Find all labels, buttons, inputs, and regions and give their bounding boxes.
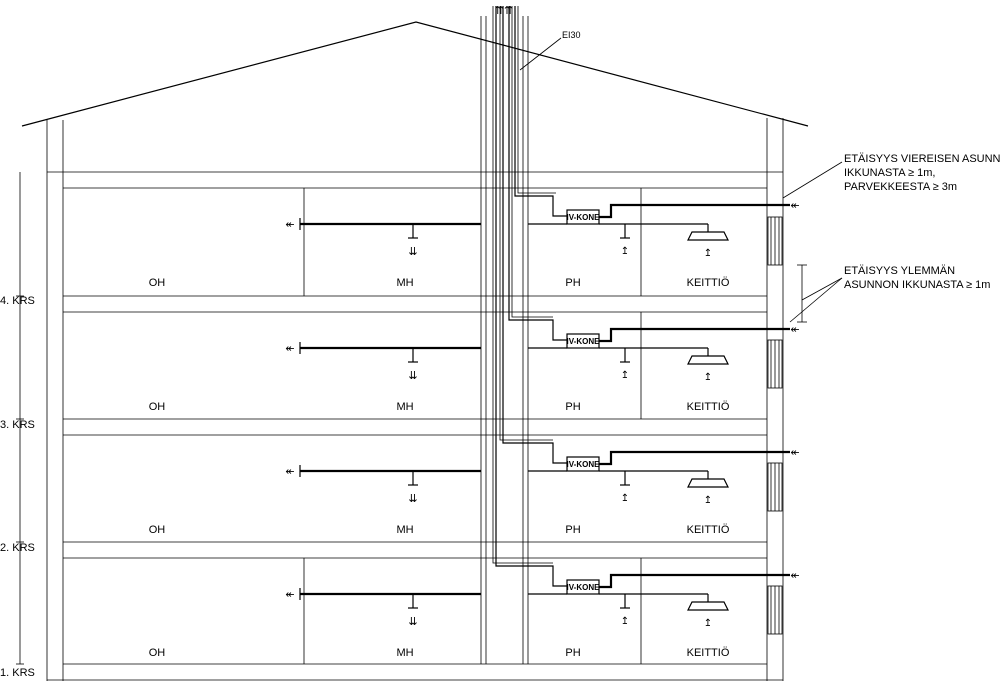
outdoor-air-duct (599, 203, 790, 219)
floor-label: 3. KRS (0, 419, 35, 431)
floor-label: 1. KRS (0, 667, 35, 679)
supply-air-arrow-icon: ↞ (285, 589, 294, 601)
outdoor-air-duct (599, 327, 790, 343)
room-label: PH (565, 647, 580, 659)
ventilation-shaft: ⇈⇈ (480, 5, 529, 664)
note2-line2: ASUNNON IKKUNASTA ≥ 1m (844, 279, 990, 291)
room-label: KEITTIÖ (687, 524, 730, 536)
ph-extract-arrow-icon: ↥ (621, 493, 629, 504)
room-label: MH (396, 647, 413, 659)
floor-2-equipment: ↞ ⇊ IV-KONE ↞ ↥ ↥ (285, 324, 799, 383)
kitchen-hood-icon (687, 601, 729, 611)
roof-exhaust-arrows-icon: ⇈⇈ (495, 5, 513, 17)
floor-label: 4. KRS (0, 295, 35, 307)
outdoor-air-duct (599, 450, 790, 466)
facade-windows (767, 216, 783, 635)
note1-line2: IKKUNASTA ≥ 1m, (844, 167, 935, 179)
room-labels: OH MH PH KEITTIÖ OH MH PH KEITTIÖ OH MH PH KEITTIÖ O… (149, 277, 730, 659)
extract-air-arrow-icon: ⇊ (408, 370, 417, 382)
note1-line3: PARVEKKEESTA ≥ 3m (844, 181, 957, 193)
outdoor-air-arrow-icon: ↞ (790, 324, 799, 336)
room-label: PH (565, 277, 580, 289)
outdoor-air-duct (599, 573, 790, 589)
room-label: KEITTIÖ (687, 277, 730, 289)
iv-kone-label: IV-KONE (567, 337, 601, 346)
room-label: MH (396, 401, 413, 413)
ph-extract-arrow-icon: ↥ (621, 246, 629, 257)
iv-kone-label: IV-KONE (567, 460, 601, 469)
room-label: OH (149, 401, 166, 413)
room-label: MH (396, 277, 413, 289)
ph-extract-arrow-icon: ↥ (621, 616, 629, 627)
hood-arrow-icon: ↥ (704, 248, 712, 259)
note-leaders (782, 161, 843, 323)
room-label: MH (396, 524, 413, 536)
note2-line1: ETÄISYYS YLEMMÄN (844, 265, 955, 277)
ph-extract-arrow-icon: ↥ (621, 370, 629, 381)
exhaust-ducts (492, 6, 567, 587)
floor-label: 2. KRS (0, 542, 35, 554)
iv-kone-label: IV-KONE (567, 213, 601, 222)
iv-kone-label: IV-KONE (567, 583, 601, 592)
supply-air-arrow-icon: ↞ (285, 343, 294, 355)
supply-air-arrow-icon: ↞ (285, 466, 294, 478)
extract-air-arrow-icon: ⇊ (408, 246, 417, 258)
hood-arrow-icon: ↥ (704, 372, 712, 383)
room-label: OH (149, 647, 166, 659)
room-label: KEITTIÖ (687, 401, 730, 413)
floor-axis (16, 172, 24, 665)
room-label: PH (565, 524, 580, 536)
extract-air-arrow-icon: ⇊ (408, 616, 417, 628)
building-walls (46, 118, 784, 681)
shaft-fire-class-label: EI30 (562, 30, 581, 40)
room-label: KEITTIÖ (687, 647, 730, 659)
outdoor-air-arrow-icon: ↞ (790, 570, 799, 582)
roof (21, 21, 809, 127)
floor-3-equipment: ↞ ⇊ IV-KONE ↞ ↥ ↥ (285, 447, 799, 506)
note-window-distance: ETÄISYYS VIEREISEN ASUNNON IKKUNASTA ≥ 1… (844, 153, 1000, 193)
extract-air-arrow-icon: ⇊ (408, 493, 417, 505)
floor-labels: 4. KRS 3. KRS 2. KRS 1. KRS (0, 295, 35, 679)
hood-arrow-icon: ↥ (704, 495, 712, 506)
outdoor-air-arrow-icon: ↞ (790, 200, 799, 212)
room-label: PH (565, 401, 580, 413)
note1-line1: ETÄISYYS VIEREISEN ASUNNON (844, 153, 1000, 165)
floor-equipment: ↞ ⇊ IV-KONE ↞ ↥ ↥ ↞ ⇊ IV-KONE ↞ ↥ ↥ ↞ ⇊ IV-KONE ↞ ↥ ↥ ↞ ⇊ IV… (285, 200, 799, 629)
note-upper-window-distance: ETÄISYYS YLEMMÄN ASUNNON IKKUNASTA ≥ 1m (844, 265, 990, 291)
hood-arrow-icon: ↥ (704, 618, 712, 629)
kitchen-hood-icon (687, 231, 729, 241)
partitions (303, 188, 642, 664)
floor-4-equipment: ↞ ⇊ IV-KONE ↞ ↥ ↥ (285, 570, 799, 629)
room-label: OH (149, 524, 166, 536)
kitchen-hood-icon (687, 478, 729, 488)
room-label: OH (149, 277, 166, 289)
floor-slabs (47, 171, 783, 665)
floor-1-equipment: ↞ ⇊ IV-KONE ↞ ↥ ↥ (285, 200, 799, 259)
kitchen-hood-icon (687, 355, 729, 365)
outdoor-air-arrow-icon: ↞ (790, 447, 799, 459)
supply-air-arrow-icon: ↞ (285, 219, 294, 231)
